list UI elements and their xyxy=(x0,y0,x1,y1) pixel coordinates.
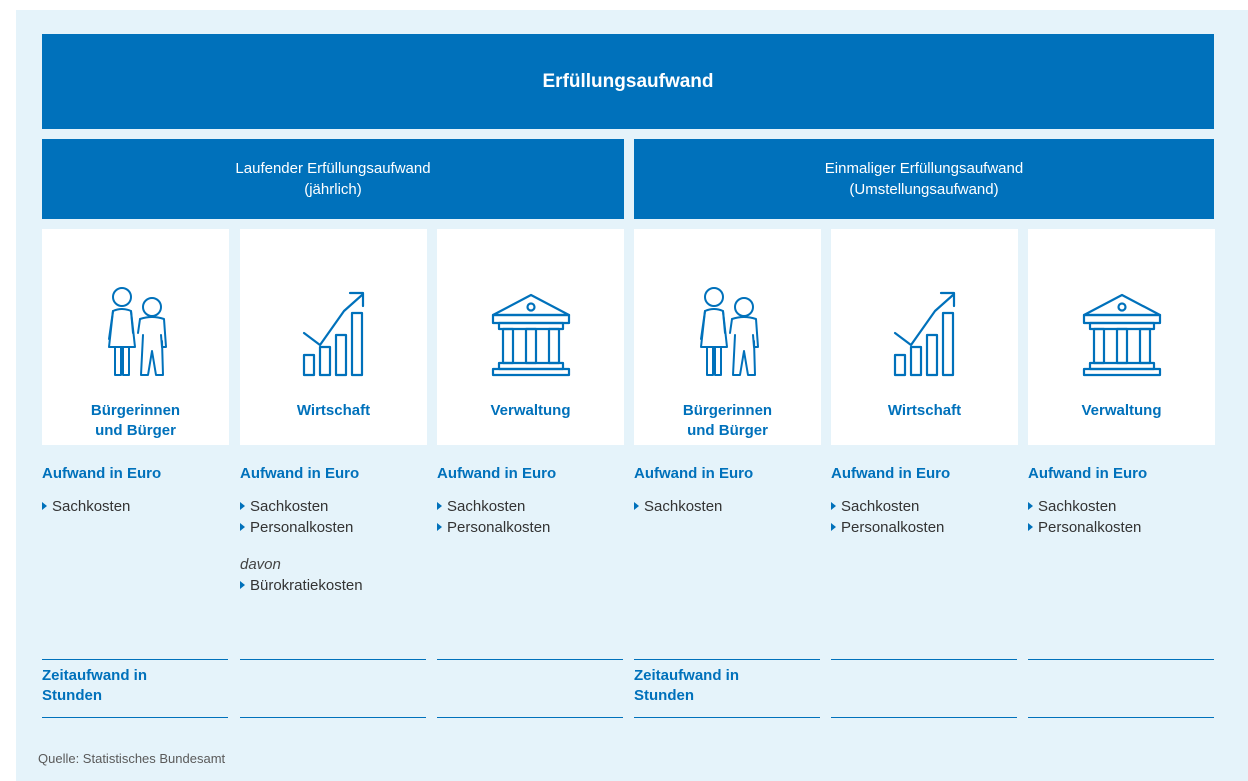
card-label: Wirtschaft xyxy=(296,402,371,419)
card-label: Verwaltung xyxy=(1081,402,1162,419)
divider xyxy=(634,717,820,718)
cost-item: Personalkosten xyxy=(1028,517,1215,538)
section-einmalig: Einmaliger Erfüllungsaufwand (Umstellung… xyxy=(634,139,1214,219)
divider xyxy=(831,717,1017,718)
costs-block: Aufwand in Euro Sachkosten Personalkoste… xyxy=(240,464,427,596)
cost-item: Sachkosten xyxy=(1028,496,1215,517)
cost-item: Sachkosten xyxy=(240,496,427,517)
costs-block: Aufwand in Euro Sachkosten Personalkoste… xyxy=(831,464,1018,538)
divider xyxy=(437,659,623,660)
diagram-canvas: Erfüllungsaufwand Laufender Erfüllungsau… xyxy=(16,10,1248,781)
government-building-icon xyxy=(1082,293,1161,377)
section-subtitle: (Umstellungsaufwand) xyxy=(849,181,999,198)
zeitaufwand-label: Zeitaufwand in Stunden xyxy=(634,667,739,704)
card-buerger: Bürgerinnen und Bürger xyxy=(42,229,229,445)
main-title: Erfüllungsaufwand xyxy=(42,34,1214,129)
costs-block: Aufwand in Euro Sachkosten xyxy=(634,464,821,517)
card-wirtschaft: Wirtschaft xyxy=(831,229,1018,445)
government-building-icon xyxy=(491,293,570,377)
growth-chart-icon xyxy=(893,291,955,377)
card-label: Wirtschaft xyxy=(887,402,962,419)
divider xyxy=(240,659,426,660)
costs-block: Aufwand in Euro Sachkosten Personalkoste… xyxy=(437,464,624,538)
divider xyxy=(831,659,1017,660)
people-icon xyxy=(107,287,167,376)
cost-item: Personalkosten xyxy=(831,517,1018,538)
cost-item: Sachkosten xyxy=(42,496,229,517)
divider xyxy=(240,717,426,718)
cost-item: Sachkosten xyxy=(634,496,821,517)
zeitaufwand-label: Zeitaufwand in Stunden xyxy=(42,667,147,704)
cost-item: Bürokratiekosten xyxy=(240,575,427,596)
costs-heading: Aufwand in Euro xyxy=(634,465,754,482)
cost-item: Personalkosten xyxy=(240,517,427,538)
divider xyxy=(1028,659,1214,660)
cost-item: Sachkosten xyxy=(831,496,1018,517)
costs-block: Aufwand in Euro Sachkosten xyxy=(42,464,229,517)
cost-item: Personalkosten xyxy=(437,517,624,538)
growth-chart-icon xyxy=(302,291,364,377)
card-wirtschaft: Wirtschaft xyxy=(240,229,427,445)
card-label: Bürgerinnen und Bürger xyxy=(682,402,773,439)
divider xyxy=(437,717,623,718)
card-label: Bürgerinnen und Bürger xyxy=(90,402,181,439)
costs-heading: Aufwand in Euro xyxy=(240,465,360,482)
divider xyxy=(1028,717,1214,718)
section-subtitle: (jährlich) xyxy=(304,181,362,198)
costs-heading: Aufwand in Euro xyxy=(42,465,162,482)
section-laufend: Laufender Erfüllungsaufwand (jährlich) xyxy=(42,139,624,219)
costs-block: Aufwand in Euro Sachkosten Personalkoste… xyxy=(1028,464,1215,538)
section-title: Einmaliger Erfüllungsaufwand xyxy=(824,160,1024,177)
costs-heading: Aufwand in Euro xyxy=(831,465,951,482)
source-note: Quelle: Statistisches Bundesamt xyxy=(38,751,226,766)
divider xyxy=(42,659,228,660)
costs-heading: Aufwand in Euro xyxy=(437,465,557,482)
card-verwaltung: Verwaltung xyxy=(437,229,624,445)
divider xyxy=(42,717,228,718)
divider xyxy=(634,659,820,660)
davon-label: davon xyxy=(240,556,281,573)
costs-heading: Aufwand in Euro xyxy=(1028,465,1148,482)
card-label: Verwaltung xyxy=(490,402,571,419)
section-title: Laufender Erfüllungsaufwand xyxy=(235,160,431,177)
cost-item: Sachkosten xyxy=(437,496,624,517)
people-icon xyxy=(699,287,759,376)
card-buerger: Bürgerinnen und Bürger xyxy=(634,229,821,445)
card-verwaltung: Verwaltung xyxy=(1028,229,1215,445)
